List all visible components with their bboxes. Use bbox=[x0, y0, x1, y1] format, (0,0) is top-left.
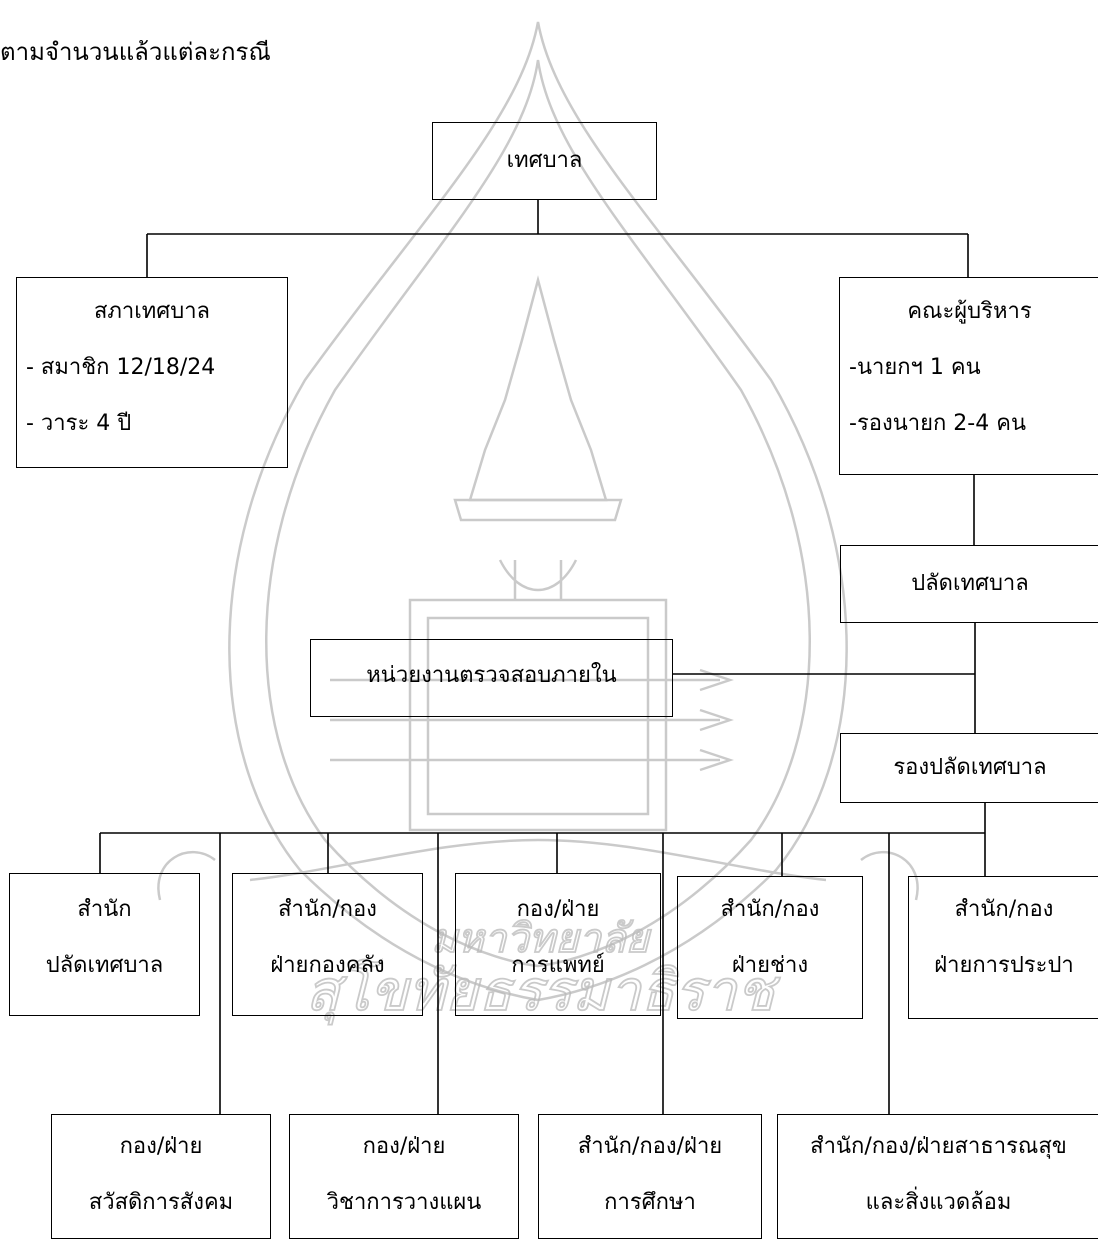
department-box: กอง/ฝ่าย สวัสดิการสังคม bbox=[51, 1114, 271, 1239]
municipality-box: เทศบาล bbox=[432, 122, 657, 200]
department-line-1: สำนัก bbox=[77, 897, 132, 922]
department-box: กอง/ฝ่าย การแพทย์ bbox=[455, 873, 661, 1016]
executive-box: คณะผู้บริหาร -นายกฯ 1 คน -รองนายก 2-4 คน bbox=[839, 277, 1098, 475]
intro-text: ตามจำนวนแล้วแต่ละกรณี bbox=[0, 38, 271, 66]
department-box: กอง/ฝ่าย วิชาการวางแผน bbox=[289, 1114, 519, 1239]
executive-mayor: -นายกฯ 1 คน bbox=[849, 355, 981, 380]
department-line-1: กอง/ฝ่าย bbox=[362, 1134, 446, 1159]
internal-audit-label: หน่วยงานตรวจสอบภายใน bbox=[366, 663, 617, 688]
council-title: สภาเทศบาล bbox=[93, 299, 211, 324]
municipality-label: เทศบาล bbox=[506, 148, 583, 173]
department-line-2: ฝ่ายช่าง bbox=[731, 953, 809, 978]
department-box: สำนัก/กอง ฝ่ายการประปา bbox=[908, 876, 1098, 1019]
department-line-1: สำนัก/กอง bbox=[720, 897, 820, 922]
department-line-2: ฝ่ายการประปา bbox=[934, 953, 1074, 978]
council-members: - สมาชิก 12/18/24 bbox=[26, 355, 216, 380]
department-line-1: กอง/ฝ่าย bbox=[516, 897, 600, 922]
clerk-box: ปลัดเทศบาล bbox=[840, 545, 1098, 623]
department-box: สำนัก/กอง ฝ่ายช่าง bbox=[677, 876, 863, 1019]
department-line-2: ฝ่ายกองคลัง bbox=[270, 953, 385, 978]
department-line-1: สำนัก/กอง/ฝ่าย bbox=[577, 1134, 723, 1159]
department-line-1: กอง/ฝ่าย bbox=[119, 1134, 203, 1159]
council-box: สภาเทศบาล - สมาชิก 12/18/24 - วาระ 4 ปี bbox=[16, 277, 288, 468]
department-box: สำนัก/กอง ฝ่ายกองคลัง bbox=[232, 873, 423, 1016]
department-box: สำนัก ปลัดเทศบาล bbox=[9, 873, 200, 1016]
department-box: สำนัก/กอง/ฝ่าย การศึกษา bbox=[538, 1114, 762, 1239]
department-line-2: วิชาการวางแผน bbox=[326, 1190, 482, 1215]
internal-audit-box: หน่วยงานตรวจสอบภายใน bbox=[310, 639, 673, 717]
department-line-2: ปลัดเทศบาล bbox=[45, 953, 164, 978]
department-line-1: สำนัก/กอง/ฝ่ายสาธารณสุข bbox=[810, 1134, 1067, 1159]
department-line-1: สำนัก/กอง bbox=[278, 897, 377, 922]
department-line-2: และสิ่งแวดล้อม bbox=[865, 1190, 1012, 1215]
executive-deputy-mayor: -รองนายก 2-4 คน bbox=[849, 411, 1026, 436]
executive-title: คณะผู้บริหาร bbox=[907, 299, 1032, 324]
clerk-label: ปลัดเทศบาล bbox=[911, 571, 1029, 596]
department-line-2: สวัสดิการสังคม bbox=[88, 1190, 234, 1215]
deputy-clerk-label: รองปลัดเทศบาล bbox=[893, 755, 1047, 780]
department-line-1: สำนัก/กอง bbox=[954, 897, 1054, 922]
department-line-2: การแพทย์ bbox=[511, 953, 605, 978]
council-term: - วาระ 4 ปี bbox=[26, 411, 132, 436]
deputy-clerk-box: รองปลัดเทศบาล bbox=[840, 733, 1098, 803]
department-box: สำนัก/กอง/ฝ่ายสาธารณสุข และสิ่งแวดล้อม bbox=[777, 1114, 1098, 1239]
department-line-2: การศึกษา bbox=[604, 1190, 696, 1215]
